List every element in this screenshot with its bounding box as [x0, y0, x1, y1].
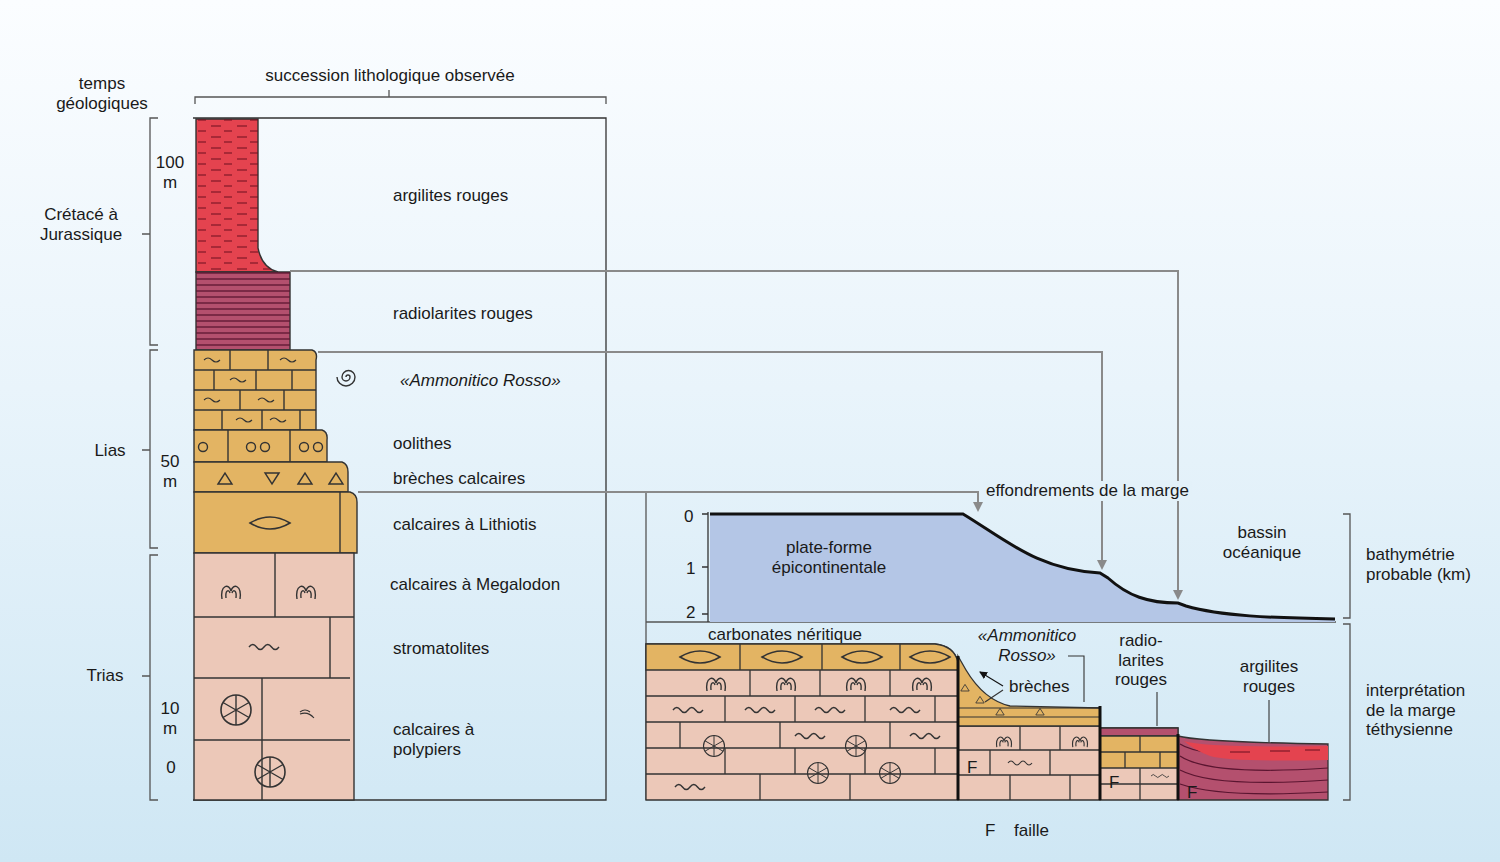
- legend-key: F: [985, 821, 995, 841]
- fault-mark: F: [1187, 783, 1197, 803]
- scale-mark: 0: [166, 758, 175, 778]
- fault-mark: F: [1109, 773, 1119, 793]
- bracket-label: bathymétrie probable (km): [1366, 545, 1494, 584]
- layer-name: argilites rouges: [393, 186, 508, 206]
- scale-mark: 100 m: [156, 153, 184, 192]
- depth-mark: 1: [686, 559, 695, 579]
- scale-mark: 50 m: [161, 452, 180, 491]
- stratigraphic-column: [194, 119, 357, 800]
- layer-name: brèches calcaires: [393, 469, 525, 489]
- depth-axis: [702, 512, 708, 622]
- layer-name: radiolarites rouges: [393, 304, 533, 324]
- layer-name: oolithes: [393, 434, 452, 454]
- legend-text: faille: [1014, 821, 1049, 841]
- column-title: succession lithologique observée: [230, 66, 550, 86]
- axis-title: temps géologiques: [56, 74, 148, 113]
- fault-mark: F: [967, 758, 977, 778]
- region-label: plate-forme épicontinentale: [754, 538, 904, 577]
- brackets: [142, 90, 1350, 800]
- bracket-label: interprétation de la marge téthysienne: [1366, 681, 1488, 740]
- layer-name: calcaires à Megalodon: [390, 575, 560, 595]
- margin-label: effondrements de la marge: [983, 481, 1192, 501]
- depth-mark: 2: [686, 603, 695, 623]
- section-label: carbonates néritique: [708, 625, 862, 645]
- section-label: argilites rouges: [1240, 657, 1299, 696]
- layer-name: calcaires à Lithiotis: [393, 515, 537, 535]
- basin-label: bassin océanique: [1223, 523, 1301, 562]
- scale-mark: 10 m: [161, 699, 180, 738]
- layer-name: stromatolites: [393, 639, 489, 659]
- section-label: brèches: [1009, 677, 1069, 697]
- layer-name: «Ammonitico Rosso»: [400, 371, 561, 391]
- period-name: Trias: [86, 666, 123, 686]
- depth-mark: 0: [684, 507, 693, 527]
- period-name: Crétacé à Jurassique: [40, 205, 122, 244]
- period-name: Lias: [94, 441, 125, 461]
- section-label: radio- larites rouges: [1115, 631, 1167, 690]
- section-label: «Ammonitico Rosso»: [978, 626, 1076, 665]
- layer-name: calcaires à polypiers: [393, 720, 489, 759]
- cross-section: [646, 644, 1328, 800]
